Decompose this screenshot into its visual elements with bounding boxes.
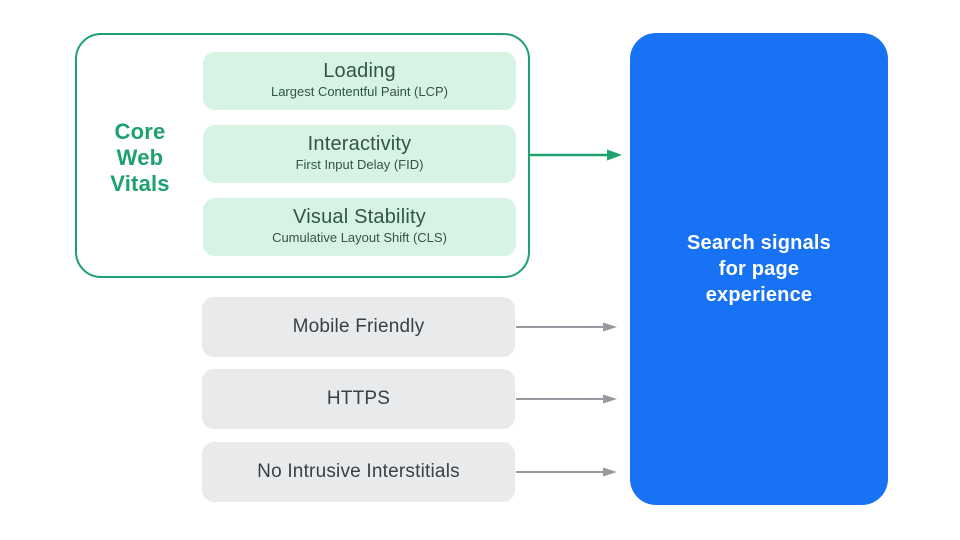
arrow-right-icon-mobile-friendly xyxy=(516,319,618,335)
search-signals-label: Search signals for page experience xyxy=(669,230,849,308)
vital-card-subtitle: Largest Contentful Paint (LCP) xyxy=(270,84,449,99)
core-web-vitals-label-line: Core xyxy=(114,119,166,144)
core-web-vitals-label-line: Vitals xyxy=(110,171,170,196)
arrow-right-icon-no-intrusive-interstitials xyxy=(516,464,618,480)
vital-card-visual-stability: Visual Stability Cumulative Layout Shift… xyxy=(203,198,516,256)
signal-card-label: HTTPS xyxy=(326,388,391,409)
signal-card-label: No Intrusive Interstitials xyxy=(257,461,460,482)
search-signals-label-line: experience xyxy=(705,284,813,306)
vital-card-subtitle: First Input Delay (FID) xyxy=(295,157,424,172)
search-signals-label-line: Search signals xyxy=(687,232,831,254)
vital-card-loading: Loading Largest Contentful Paint (LCP) xyxy=(203,52,516,110)
search-signals-result-box: Search signals for page experience xyxy=(630,33,888,505)
arrow-right-icon-core-web-vitals xyxy=(529,147,623,163)
vital-card-title: Interactivity xyxy=(307,133,412,155)
core-web-vitals-label: Core Web Vitals xyxy=(84,119,196,197)
vital-card-title: Visual Stability xyxy=(293,206,426,228)
vital-card-interactivity: Interactivity First Input Delay (FID) xyxy=(203,125,516,183)
signal-card-no-intrusive-interstitials: No Intrusive Interstitials xyxy=(202,442,515,502)
signal-card-mobile-friendly: Mobile Friendly xyxy=(202,297,515,357)
search-signals-label-line: for page xyxy=(718,258,800,280)
vital-card-subtitle: Cumulative Layout Shift (CLS) xyxy=(272,230,447,245)
signal-card-label: Mobile Friendly xyxy=(292,316,425,337)
vital-card-title: Loading xyxy=(323,60,396,82)
core-web-vitals-label-line: Web xyxy=(116,145,164,170)
arrow-right-icon-https xyxy=(516,391,618,407)
signal-card-https: HTTPS xyxy=(202,369,515,429)
